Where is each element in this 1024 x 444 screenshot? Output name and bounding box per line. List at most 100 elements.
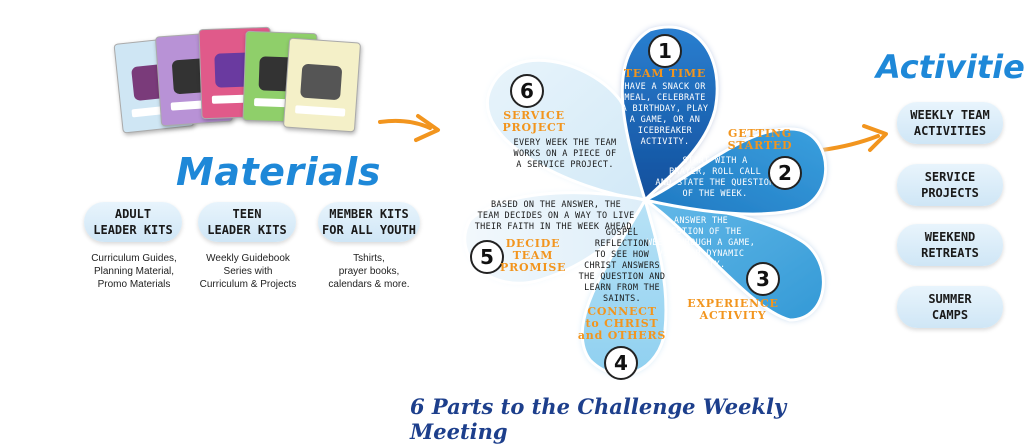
activity-label: PROJECTS [921,186,979,200]
petal-text-team-time: HAVE A SNACK OR MEAL, CELEBRATE A BIRTHD… [606,82,724,148]
title-line: EXPERIENCE [687,297,779,310]
adult-leader-kits-pill: ADULT LEADER KITS [84,202,182,242]
teen-kit-description: Weekly Guidebook Series with Curriculum … [186,252,310,291]
text-line: CHRIST ANSWERS [584,261,660,271]
title-line: CONNECT [587,305,657,318]
title-line: DECIDE [505,237,561,250]
text-line: HAVE A SNACK OR [624,82,706,92]
text-line: BASED ON THE ANSWER, THE [490,200,622,210]
title-line: STARTED [727,139,793,152]
activity-label: WEEKLY TEAM [910,108,990,122]
materials-title: Materials [176,150,381,194]
step-number-1: 1 [648,34,682,68]
arrow-right-icon [378,114,440,142]
text-line: OF THE WEEK. [682,189,748,199]
service-projects-pill: SERVICE PROJECTS [897,164,1003,206]
text-line: ANSWER THE [673,216,729,226]
title-line: ACTIVITY [699,309,767,322]
text-line: ACTIVITY. [640,137,690,147]
text-line: TO SEE HOW [594,250,650,260]
text-line: AND STATE THE QUESTION [655,178,775,188]
desc-line: calendars & more. [328,279,410,290]
step-number-3: 3 [746,262,780,296]
petal-title: GETTING STARTED [720,128,800,152]
petal-title: DECIDE TEAM PROMISE [500,238,566,274]
step-number-4: 4 [604,346,638,380]
desc-line: prayer books, [338,266,400,277]
title-line: PROJECT [502,121,566,134]
activities-title: Activities [876,48,1024,86]
activity-label: SUMMER [928,292,972,306]
kit-label: ADULT [114,207,152,221]
text-line: PRAYER, ROLL CALL [668,167,762,177]
desc-line: Weekly Guidebook [206,253,290,264]
text-line: WEEK THROUGH A GAME, [646,238,756,248]
text-line: EVERY WEEK THE TEAM [513,138,617,148]
text-line: ICEBREAKER [637,126,693,136]
arrow-right-icon [820,124,888,152]
weekly-team-activities-pill: WEEKLY TEAM ACTIVITIES [897,102,1003,144]
text-line: GOSPEL [605,228,639,238]
text-line: A BIRTHDAY, PLAY [621,104,709,114]
text-line: MEAL, CELEBRATE [624,93,706,103]
petal-title: EXPERIENCE ACTIVITY [686,298,780,322]
petal-text-service-project: EVERY WEEK THE TEAM WORKS ON A PIECE OF … [502,138,628,171]
activity-label: RETREATS [921,246,979,260]
member-kits-pill: MEMBER KITS FOR ALL YOUTH [318,202,420,242]
text-line: VIDEO OR DYNAMIC [657,249,745,259]
petal-getting-started [640,127,828,216]
text-line: REFLECTION [594,239,650,249]
text-line: WORKS ON A PIECE OF [513,149,617,159]
adult-kit-description: Curriculum Guides, Planning Material, Pr… [74,252,194,291]
kit-label: LEADER KITS [207,223,287,237]
diagram-title: 6 Parts to the Challenge Weekly Meeting [410,394,787,444]
text-line: QUESTION OF THE [660,227,742,237]
title-line: TEAM [512,249,554,262]
petal-text-experience-activity: ANSWER THE QUESTION OF THE WEEK THROUGH … [640,216,762,271]
petal-title: CONNECT to CHRIST and OTHERS [576,306,668,342]
kit-label: TEEN [232,207,262,221]
book-cover [282,37,362,133]
title-line: and OTHERS [577,329,667,342]
activity-label: ACTIVITIES [913,124,987,138]
text-line: TEAM DECIDES ON A WAY TO LIVE [477,211,635,221]
text-line: A GAME, OR AN [629,115,701,125]
kit-label: FOR ALL YOUTH [322,223,416,237]
activity-label: WEEKEND [924,230,976,244]
meeting-flower-diagram [463,25,828,376]
title-line: PROMISE [500,261,567,274]
desc-line: Tshirts, [353,253,385,264]
text-line: START WITH A [682,156,748,166]
desc-line: Curriculum & Projects [199,279,297,290]
desc-line: Curriculum Guides, [91,253,177,264]
step-number-6: 6 [510,74,544,108]
activity-label: SERVICE [924,170,976,184]
text-line: LEARN FROM THE SAINTS. [584,283,660,304]
title-line: SERVICE [503,109,565,122]
petal-team-time [620,25,719,203]
petal-text-decide-team-promise: BASED ON THE ANSWER, THE TEAM DECIDES ON… [470,200,642,233]
petal-text-getting-started: START WITH A PRAYER, ROLL CALL AND STATE… [650,156,780,200]
text-line: A SERVICE PROJECT. [516,160,614,170]
teen-leader-kits-pill: TEEN LEADER KITS [198,202,296,242]
kit-label: MEMBER KITS [329,207,409,221]
text-line: THE QUESTION AND [578,272,666,282]
activity-label: CAMPS [931,308,969,322]
petal-title: SERVICE PROJECT [494,110,574,134]
desc-line: Promo Materials [97,279,171,290]
step-number-2: 2 [768,156,802,190]
desc-line: Planning Material, [93,266,175,277]
summer-camps-pill: SUMMER CAMPS [897,286,1003,328]
desc-line: Series with [223,266,273,277]
member-kit-description: Tshirts, prayer books, calendars & more. [314,252,424,291]
text-line: THEIR FAITH IN THE WEEK AHEAD. [474,222,638,232]
kit-label: LEADER KITS [93,223,173,237]
step-number-5: 5 [470,240,504,274]
petal-title: TEAM TIME [623,67,707,80]
title-line: GETTING [728,127,792,140]
weekend-retreats-pill: WEEKEND RETREATS [897,224,1003,266]
petal-text-connect: GOSPEL REFLECTION TO SEE HOW CHRIST ANSW… [566,228,678,305]
materials-books [113,26,362,146]
text-line: ACTIVITY. [676,260,726,270]
title-line: to CHRIST [585,317,659,330]
